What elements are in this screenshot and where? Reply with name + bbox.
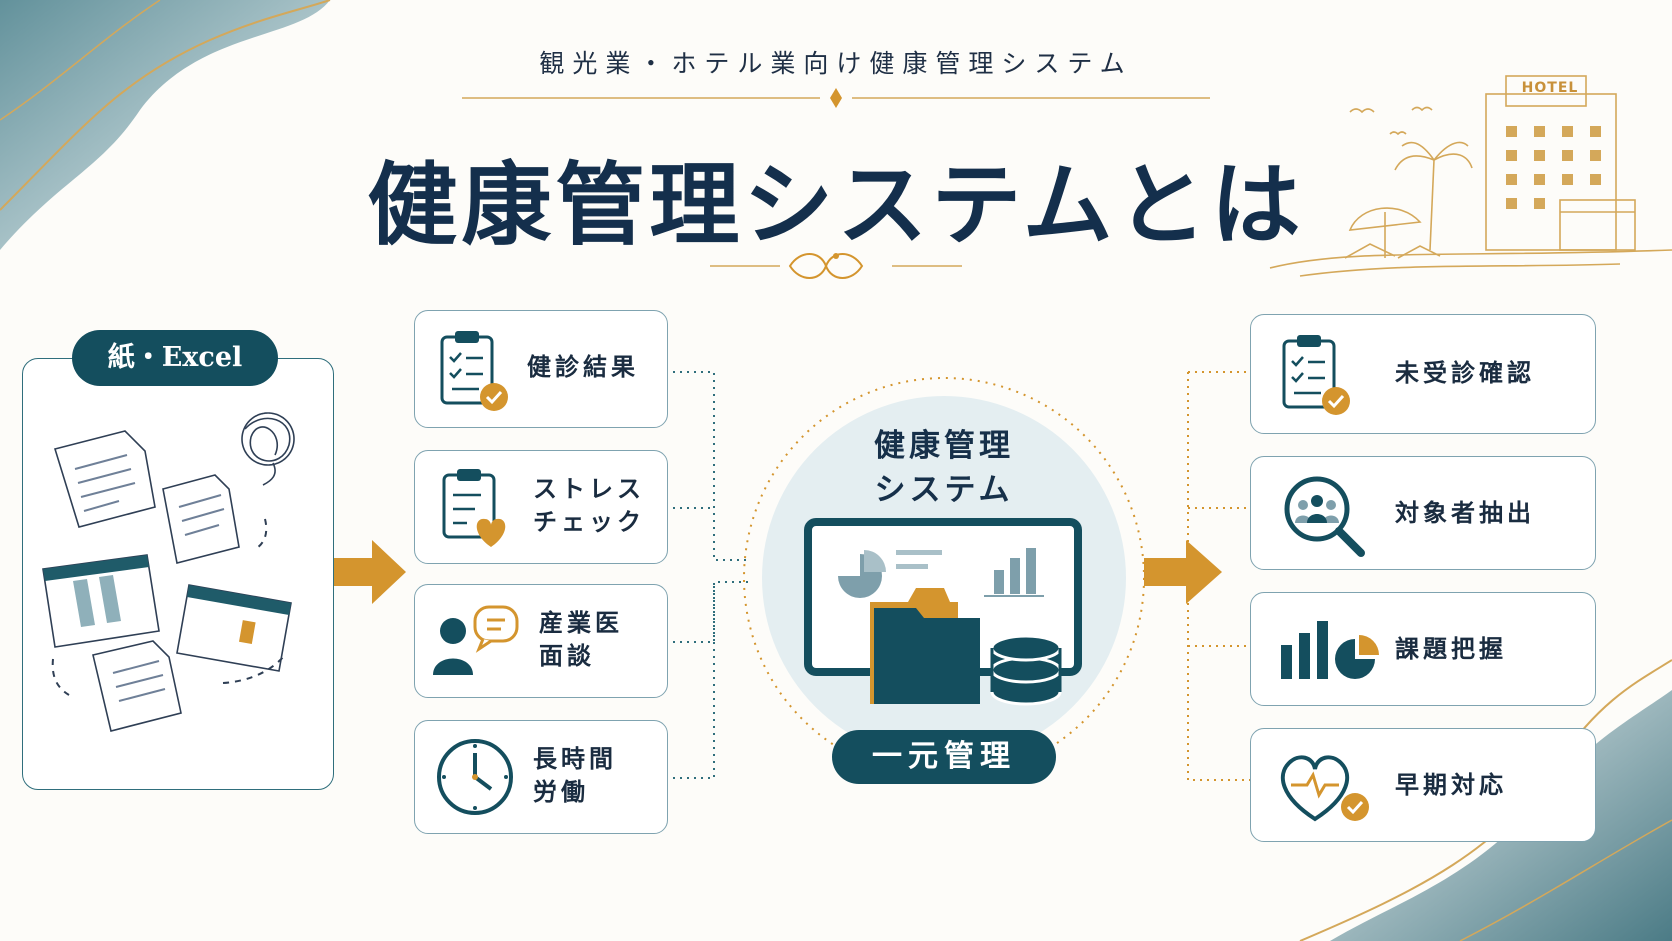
clipboard-check-icon — [440, 331, 508, 411]
input-label: ストレス チェック — [533, 475, 645, 536]
clipboard-check-icon — [1282, 335, 1350, 415]
output-card-unexamined-check[interactable]: 未受診確認 — [1250, 314, 1596, 434]
bar-pie-chart-icon — [1281, 621, 1379, 679]
output-card-issue-assessment[interactable]: 課題把握 — [1250, 592, 1596, 706]
page-title: 健康管理システムとは — [367, 152, 1305, 258]
page-subtitle: 観光業・ホテル業向け健康管理システム — [539, 49, 1133, 78]
clipboard-heart-icon — [442, 469, 506, 547]
output-label: 未受診確認 — [1395, 359, 1535, 387]
input-card-long-working-hours[interactable]: 長時間 労働 — [414, 720, 668, 834]
arrow-right-icon — [334, 540, 406, 604]
paper-excel-panel — [22, 358, 334, 790]
clock-icon — [437, 739, 513, 815]
output-card-target-extraction[interactable]: 対象者抽出 — [1250, 456, 1596, 570]
doctor-chat-icon — [433, 605, 519, 675]
output-card-early-response[interactable]: 早期対応 — [1250, 728, 1596, 842]
system-label: 健康管理 システム — [874, 428, 1014, 508]
input-label: 健診結果 — [527, 353, 639, 381]
input-card-stress-check[interactable]: ストレス チェック — [414, 450, 668, 564]
scattered-documents-icon — [42, 412, 295, 732]
input-label: 産業医 面談 — [539, 609, 623, 670]
input-card-doctor-interview[interactable]: 産業医 面談 — [414, 584, 668, 698]
magnifier-people-icon — [1284, 476, 1365, 557]
paper-excel-label: 紙・Excel — [72, 330, 278, 386]
input-label: 長時間 労働 — [533, 745, 617, 806]
output-label: 早期対応 — [1395, 771, 1507, 799]
output-label: 課題把握 — [1395, 635, 1507, 663]
output-label: 対象者抽出 — [1395, 499, 1535, 527]
unified-management-badge: 一元管理 — [832, 730, 1056, 784]
input-card-health-checkup[interactable]: 健診結果 — [414, 310, 668, 428]
hotel-sign: HOTEL — [1521, 80, 1579, 96]
heart-pulse-check-icon — [1280, 755, 1369, 822]
system-dashboard-icon — [804, 518, 1082, 706]
